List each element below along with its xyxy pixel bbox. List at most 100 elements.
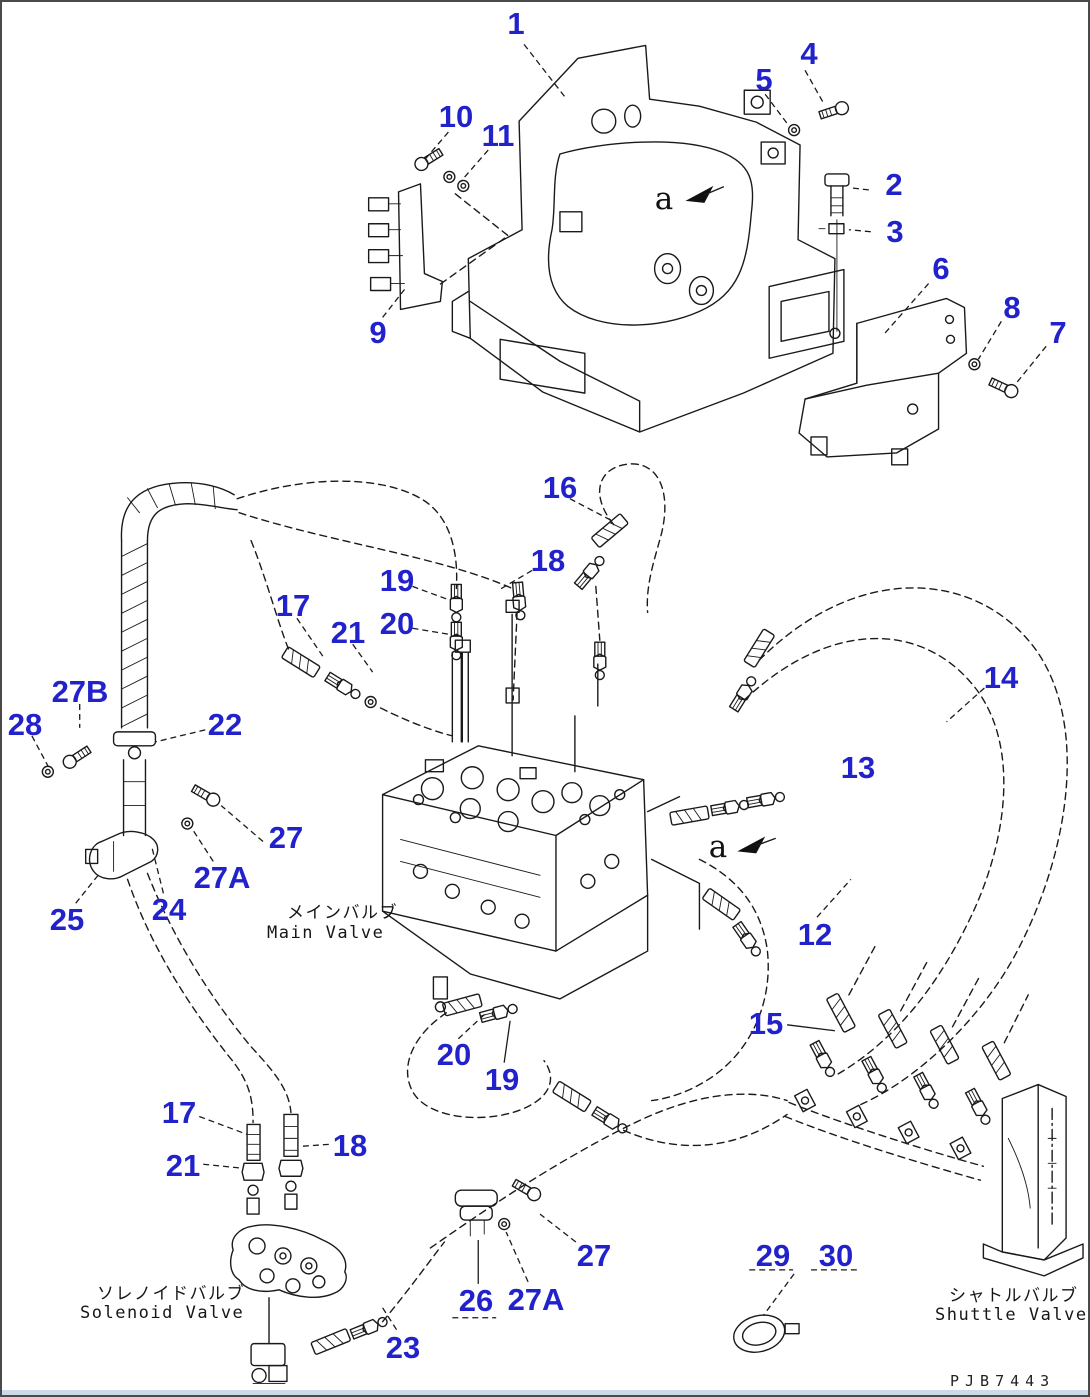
footer-strip [2, 1390, 1088, 1395]
view-arrow-top [685, 185, 725, 203]
leader-18 [300, 1143, 329, 1147]
callout-18: 18 [332, 1128, 368, 1163]
callout-10: 10 [438, 99, 474, 134]
leader-21 [352, 643, 374, 673]
leader-29 [762, 1273, 795, 1317]
leader-17 [199, 1115, 248, 1136]
callout-16: 16 [542, 470, 578, 505]
shuttle-valve-label-en: Shuttle Valve [935, 1305, 1088, 1325]
callout-2: 2 [885, 167, 903, 202]
callout-27A: 27A [193, 860, 251, 895]
leader-10 [423, 131, 449, 161]
leader-27A [505, 1231, 529, 1283]
spiral-hose [120, 481, 238, 729]
tube-24 [122, 759, 147, 837]
callout-18: 18 [530, 543, 566, 578]
leader-12 [816, 878, 852, 918]
callout-26: 26 [458, 1283, 494, 1318]
upper-hoses [236, 463, 776, 743]
callout-5: 5 [755, 62, 773, 97]
leader-7 [1015, 345, 1047, 384]
callout-27B: 27B [51, 674, 109, 709]
leader-27A [190, 827, 214, 862]
callout-17: 17 [275, 588, 311, 623]
leader-20 [412, 627, 449, 635]
solenoid-valve-label-jp: ソレノイドバルブ [97, 1284, 245, 1304]
hose-23 [310, 1093, 788, 1356]
view-arrow-valve [737, 836, 776, 854]
leader-11 [459, 149, 489, 183]
leader-25 [75, 872, 101, 904]
leader-20 [457, 1012, 487, 1040]
callout-30: 30 [818, 1238, 854, 1273]
callout-24: 24 [151, 892, 187, 927]
callout-20: 20 [379, 606, 415, 641]
leader-19 [412, 585, 451, 601]
solenoid-valve-body [229, 1224, 347, 1384]
leader-23 [382, 1307, 398, 1331]
leader-17 [296, 617, 324, 657]
shuttle-valve-body [982, 1083, 1084, 1277]
view-marker-a-top: a [654, 181, 674, 217]
nut-3 [818, 223, 845, 235]
shuttle-valve-label-jp: シャトルバルブ [949, 1286, 1079, 1306]
leader-14 [946, 687, 985, 723]
leader-8 [977, 321, 1002, 360]
leader-27 [220, 805, 264, 842]
main-valve-body [381, 599, 701, 1013]
callout-4: 4 [800, 36, 818, 71]
callout-20: 20 [436, 1037, 472, 1072]
callout-23: 23 [385, 1330, 421, 1365]
callout-27: 27 [268, 820, 304, 855]
callout-11: 11 [481, 118, 515, 153]
callout-14: 14 [983, 660, 1019, 695]
callout-12: 12 [797, 917, 833, 952]
leader-24 [150, 845, 165, 894]
leader-2 [850, 187, 869, 191]
callout-22: 22 [207, 707, 243, 742]
clamp-25 [84, 830, 159, 880]
bracket-6 [798, 297, 968, 466]
clamp-26 [454, 1189, 498, 1237]
leader-3 [848, 229, 871, 233]
clamp-29-30 [733, 1314, 800, 1353]
solenoid-hoses [126, 872, 304, 1215]
drawing-number: PJB7443 [950, 1372, 1056, 1390]
leader-19 [503, 1020, 511, 1063]
leader-4 [804, 69, 824, 103]
bolt-2 [824, 173, 850, 217]
view-marker-a-valve: a [708, 829, 728, 865]
clamp-22 [112, 731, 157, 760]
callout-29: 29 [755, 1238, 791, 1273]
solenoid-valve-label-en: Solenoid Valve [80, 1303, 245, 1323]
callout-15: 15 [748, 1006, 784, 1041]
callout-21: 21 [330, 615, 366, 650]
callout-28: 28 [7, 707, 43, 742]
callout-19: 19 [379, 563, 415, 598]
leader-28 [31, 735, 49, 767]
leader-1 [523, 44, 567, 99]
mounting-frame [437, 44, 836, 433]
callout-19: 19 [484, 1062, 520, 1097]
shuttle-hoses [784, 942, 1029, 1181]
callout-21: 21 [165, 1148, 201, 1183]
main-valve-label-jp: メインバルブ [287, 903, 398, 923]
leader-15 [787, 1024, 836, 1032]
callout-3: 3 [886, 214, 904, 249]
callout-6: 6 [932, 251, 950, 286]
leader-6 [884, 283, 930, 334]
leader-22 [155, 729, 206, 743]
callout-17: 17 [161, 1095, 197, 1130]
callout-9: 9 [369, 315, 387, 350]
leader-18 [497, 569, 533, 591]
callout-13: 13 [840, 750, 876, 785]
loop-hose [406, 993, 788, 1147]
pedestal-bracket [768, 219, 845, 359]
leader-21 [203, 1163, 244, 1169]
leader-9 [382, 289, 406, 318]
main-valve-label-en: Main Valve [267, 923, 385, 943]
clip-bracket-9 [367, 183, 444, 311]
